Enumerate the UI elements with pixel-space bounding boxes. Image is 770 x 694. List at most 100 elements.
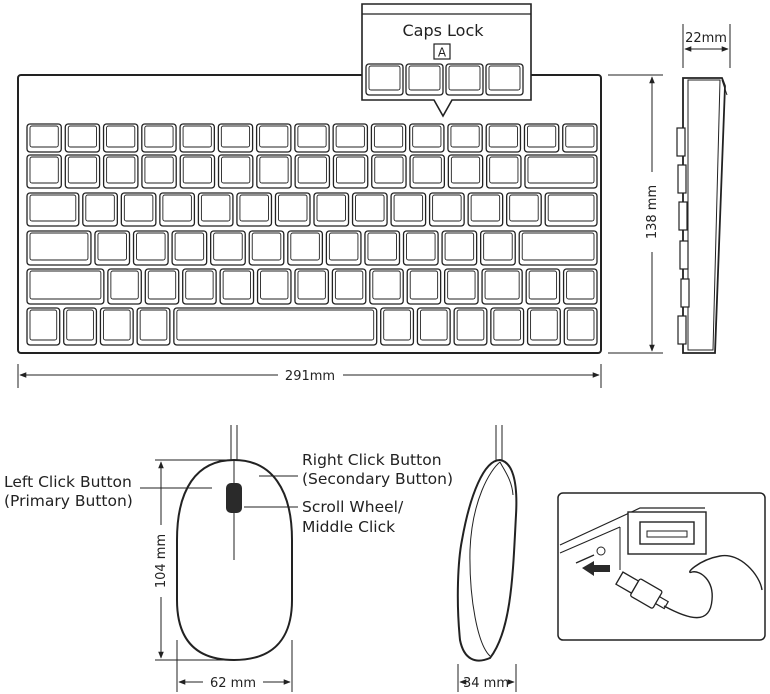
key (371, 154, 407, 189)
key (99, 307, 134, 346)
key (107, 268, 142, 305)
key (120, 192, 157, 227)
right-click-label-line1: Right Click Button (302, 451, 442, 469)
key (182, 268, 217, 305)
caps-lock-key-icon (433, 43, 451, 60)
key (26, 154, 62, 189)
key (132, 230, 169, 266)
side-key (676, 127, 686, 157)
key (370, 123, 407, 153)
callout-key (365, 63, 404, 96)
key (26, 307, 61, 346)
keyboard-keys (26, 123, 598, 346)
key (179, 154, 216, 189)
key (453, 307, 488, 346)
key (447, 154, 484, 189)
key (197, 192, 234, 227)
key (287, 230, 324, 266)
key (390, 192, 427, 227)
callout-keys (365, 63, 524, 96)
usb-connection-illustration (557, 492, 766, 641)
key (406, 268, 442, 305)
usb-plug-icon (615, 571, 670, 610)
key (402, 230, 439, 266)
key (523, 123, 560, 153)
key (447, 123, 483, 153)
key (82, 192, 118, 227)
key (485, 123, 522, 153)
mouse-side-body (456, 458, 518, 662)
key (544, 192, 598, 227)
left-click-label-line1: Left Click Button (4, 473, 132, 491)
key (351, 192, 388, 227)
right-click-label-line2: (Secondary Button) (302, 470, 453, 488)
key (256, 268, 292, 305)
key (332, 154, 369, 189)
scroll-wheel-label-line1: Scroll Wheel/ (302, 498, 404, 516)
key (274, 192, 311, 227)
key (369, 268, 404, 305)
mouse-callouts: Left Click Button (Primary Button) Right… (4, 451, 453, 536)
key (217, 123, 254, 153)
key (563, 307, 598, 346)
key (490, 307, 525, 346)
caps-lock-callout: Caps Lock A (361, 3, 532, 118)
key (26, 230, 92, 266)
key (294, 123, 330, 153)
key (332, 123, 369, 153)
side-key (678, 201, 688, 231)
key (525, 268, 561, 305)
key (26, 268, 105, 305)
key (443, 268, 479, 305)
key (524, 154, 598, 189)
caps-lock-key-letter: A (438, 46, 447, 60)
keyboard-side-view: 22mm (676, 24, 731, 354)
caps-lock-label: Caps Lock (402, 21, 484, 40)
key (294, 268, 330, 305)
key (63, 307, 98, 346)
key (479, 230, 516, 266)
usb-illustration-frame (557, 492, 766, 641)
key (518, 230, 598, 266)
key (159, 192, 196, 227)
key (409, 154, 446, 189)
keyboard-width-dimension: 291mm (17, 364, 602, 388)
mouse-length-label: 104 mm (154, 534, 169, 588)
key (144, 268, 180, 305)
keyboard-height-label: 138 mm (645, 185, 660, 239)
side-key (680, 278, 690, 308)
key (428, 192, 465, 227)
keyboard-depth-label: 22mm (685, 31, 727, 46)
keyboard-width-label: 291mm (285, 369, 335, 384)
side-key (677, 164, 687, 194)
key (248, 230, 285, 266)
scroll-wheel (226, 483, 242, 513)
insert-arrow-icon (582, 561, 610, 576)
key (141, 123, 177, 153)
key (441, 230, 478, 266)
key (94, 230, 131, 266)
key (486, 154, 522, 189)
key (136, 307, 171, 346)
key (64, 123, 101, 153)
mouse-side-view: 34 mm (456, 425, 518, 692)
key (294, 154, 331, 189)
key (481, 268, 523, 305)
mouse-top-view: 104 mm 62 mm (154, 425, 293, 692)
mouse-height-label: 34 mm (463, 676, 509, 691)
usb-cable (663, 554, 763, 619)
key (219, 268, 255, 305)
key (562, 268, 598, 305)
key (255, 123, 292, 153)
key (416, 307, 451, 346)
callout-key (485, 63, 524, 96)
left-click-label-line2: (Primary Button) (4, 492, 133, 510)
scroll-wheel-label-line2: Middle Click (302, 518, 395, 536)
key (364, 230, 401, 266)
key (102, 123, 139, 153)
key (562, 123, 598, 153)
key (467, 192, 504, 227)
key (313, 192, 350, 227)
key (380, 307, 415, 346)
callout-key (405, 63, 444, 96)
